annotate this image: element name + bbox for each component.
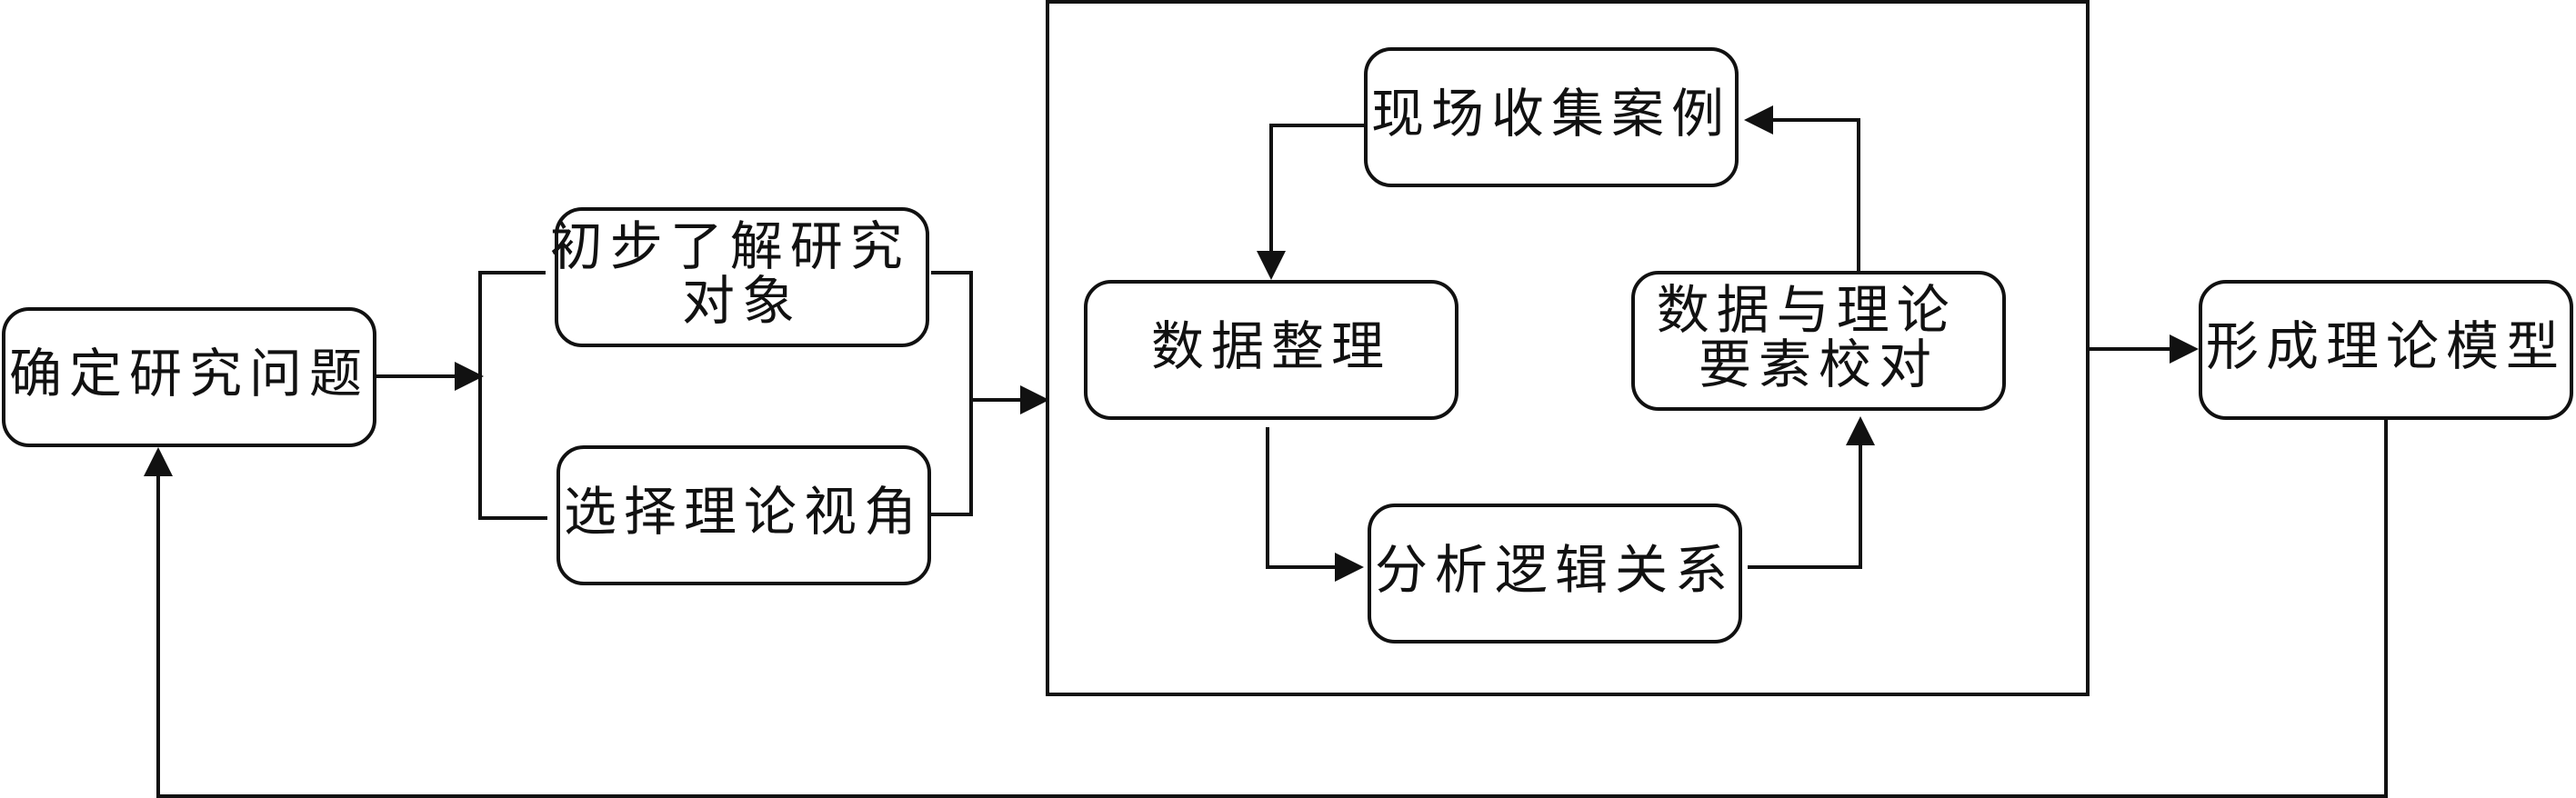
node-determine-question-label: 确定研究问题	[9, 343, 369, 404]
node-data-theory-check-label: 数据与理论 要素校对	[1657, 279, 1980, 395]
node-choose-perspective-label: 选择理论视角	[564, 481, 924, 543]
node-collect-cases-label: 现场收集案例	[1371, 83, 1731, 145]
node-initial-understanding-label: 初步了解研究 对象	[550, 215, 934, 332]
edge-merge-bracket	[931, 271, 973, 516]
edge-model-feedback-to-question	[144, 418, 2388, 798]
iterative-process-frame	[1046, 0, 2090, 696]
node-form-model: 形成理论模型	[2199, 280, 2573, 420]
edge-analyze-to-check	[1748, 416, 1875, 569]
node-organize-data-label: 数据整理	[1151, 315, 1391, 377]
edge-collect-to-organize	[1257, 124, 1364, 280]
edge-organize-to-analyze	[1266, 427, 1364, 582]
node-organize-data: 数据整理	[1084, 280, 1458, 420]
node-data-theory-check: 数据与理论 要素校对	[1631, 271, 2006, 411]
node-initial-understanding: 初步了解研究 对象	[550, 207, 934, 347]
node-determine-question: 确定研究问题	[2, 307, 376, 447]
edge-branch-bracket	[478, 271, 547, 520]
edge-check-to-collect	[1744, 105, 1860, 273]
node-analyze-relations-label: 分析逻辑关系	[1375, 539, 1735, 601]
node-choose-perspective: 选择理论视角	[556, 445, 931, 585]
node-analyze-relations: 分析逻辑关系	[1368, 504, 1742, 643]
node-form-model-label: 形成理论模型	[2206, 315, 2566, 377]
node-collect-cases: 现场收集案例	[1364, 47, 1739, 187]
